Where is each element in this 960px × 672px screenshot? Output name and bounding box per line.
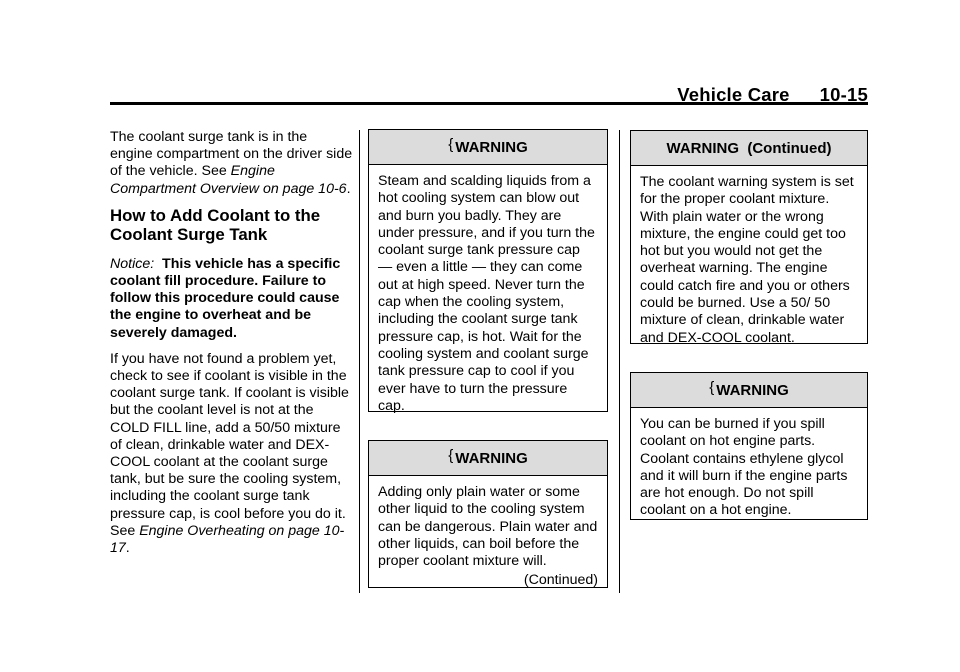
intro-paragraph: The coolant surge tank is in the engine … — [110, 129, 353, 197]
warning-icon: { — [448, 446, 454, 464]
warning-header: { WARNING — [369, 441, 607, 476]
column-left: The coolant surge tank is in the engine … — [110, 129, 353, 565]
warning-text: The coolant warning system is set for th… — [640, 174, 854, 346]
warning-box-continued: WARNING (Continued) The coolant warning … — [630, 130, 868, 346]
page-header: Vehicle Care 10-15 — [110, 84, 868, 105]
warning-header: { WARNING — [369, 130, 607, 165]
warning-text: Adding only plain water or some other li… — [378, 484, 598, 589]
warning-text: You can be burned if you spill coolant o… — [640, 416, 848, 519]
continued-label: (Continued) — [523, 572, 598, 589]
column-divider-right — [619, 130, 620, 593]
warning-text: Steam and scalding liquids from a hot co… — [378, 173, 595, 414]
xref-engine-compartment[interactable]: Engine Compartment Overview on page 10-6 — [110, 163, 347, 197]
xref-engine-overheating[interactable]: Engine Overheating on page 10-17 — [110, 522, 345, 557]
notice-paragraph: Notice: This vehicle has a specific cool… — [110, 255, 341, 341]
section-heading: How to Add Coolant to the Coolant Surge … — [110, 205, 321, 245]
header-rule — [110, 102, 868, 105]
warning-box-plain-water: { WARNING Adding only plain water or som… — [368, 440, 608, 588]
notice-label: Notice: — [110, 255, 155, 272]
page-number: 10-15 — [819, 84, 868, 105]
warning-box-steam: { WARNING Steam and scalding liquids fro… — [368, 129, 608, 414]
section-title: Vehicle Care — [677, 84, 790, 105]
column-divider-left — [359, 130, 360, 593]
warning-header: WARNING (Continued) — [631, 131, 867, 166]
instructions-paragraph: If you have not found a problem yet, che… — [110, 350, 349, 557]
warning-icon: { — [448, 135, 454, 153]
warning-icon: { — [709, 378, 715, 396]
warning-box-spill: { WARNING You can be burned if you spill… — [630, 372, 868, 520]
warning-header: { WARNING — [631, 373, 867, 408]
